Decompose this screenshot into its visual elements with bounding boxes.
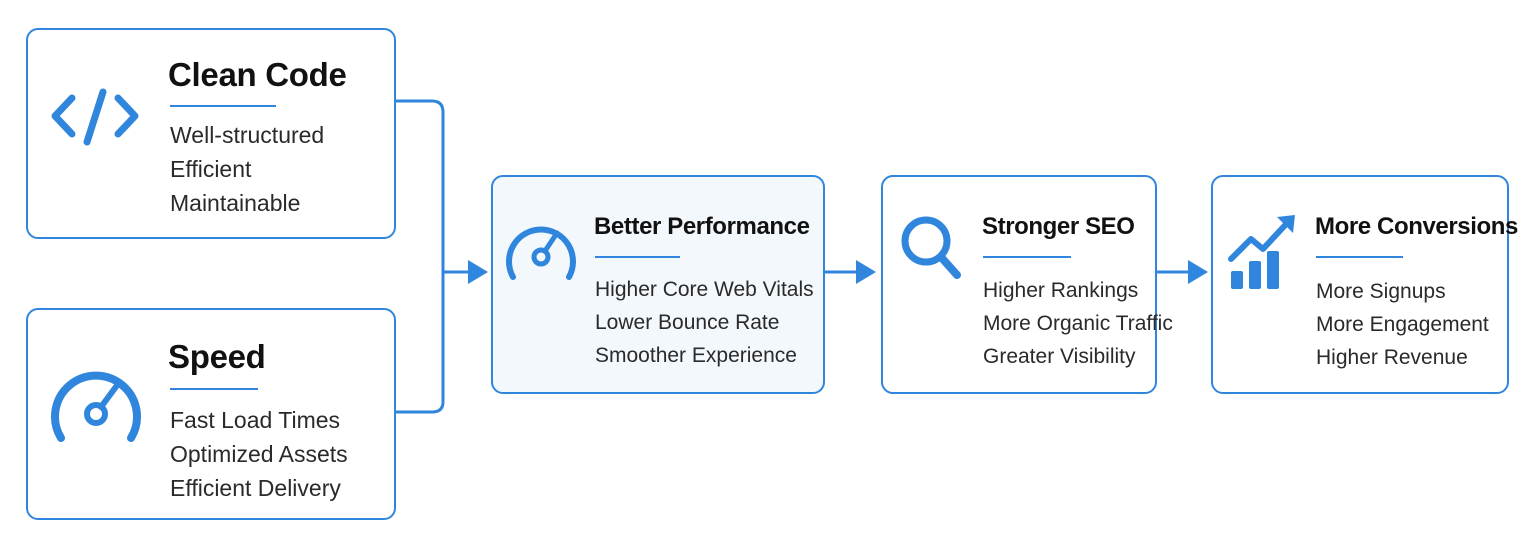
list-item: More Signups: [1316, 280, 1446, 303]
list-item: Higher Rankings: [983, 279, 1139, 302]
title-underline: [983, 256, 1071, 258]
card-items: More Signups More Engagement Higher Reve…: [1316, 275, 1489, 374]
card-items: Well-structured Efficient Maintainable: [170, 118, 324, 220]
card-title: More Conversions: [1315, 213, 1518, 240]
list-item: Higher Revenue: [1316, 346, 1468, 369]
arrow-to-conversions: [1188, 260, 1208, 284]
stronger-seo-card: Stronger SEO Higher Rankings More Organi…: [881, 175, 1173, 394]
list-item: Lower Bounce Rate: [595, 311, 780, 334]
list-item: Optimized Assets: [170, 441, 348, 467]
title-underline: [595, 256, 680, 258]
clean-code-card: Clean Code Well-structured Efficient Mai…: [26, 28, 396, 239]
list-item: Maintainable: [170, 190, 301, 216]
title-underline: [170, 388, 258, 390]
title-underline: [170, 105, 276, 107]
list-item: Efficient: [170, 156, 252, 182]
arrow-to-seo: [856, 260, 876, 284]
list-item: Well-structured: [170, 122, 325, 148]
list-item: Efficient Delivery: [170, 475, 341, 501]
card-items: Fast Load Times Optimized Assets Efficie…: [170, 403, 348, 505]
title-underline: [1316, 256, 1403, 258]
better-performance-card: Better Performance Higher Core Web Vital…: [491, 175, 825, 394]
list-item: More Organic Traffic: [983, 312, 1173, 335]
merge-bracket: [395, 99, 470, 414]
card-items: Higher Rankings More Organic Traffic Gre…: [983, 274, 1173, 373]
card-title: Stronger SEO: [982, 213, 1135, 240]
speed-card: Speed Fast Load Times Optimized Assets E…: [26, 308, 396, 520]
list-item: More Engagement: [1316, 313, 1489, 336]
speedometer-icon: [51, 371, 141, 442]
list-item: Greater Visibility: [983, 345, 1136, 368]
list-item: Smoother Experience: [595, 344, 797, 367]
card-title: Clean Code: [168, 56, 347, 93]
list-item: Higher Core Web Vitals: [595, 278, 814, 301]
speedometer-icon: [506, 226, 576, 280]
card-items: Higher Core Web Vitals Lower Bounce Rate…: [595, 273, 814, 372]
list-item: Fast Load Times: [170, 407, 341, 433]
growth-chart-icon: [1228, 215, 1295, 289]
code-brackets-icon: [51, 88, 139, 146]
more-conversions-card: More Conversions More Signups More Engag…: [1211, 175, 1518, 394]
magnifier-icon: [901, 216, 961, 279]
arrow-to-performance: [468, 260, 488, 284]
card-title: Better Performance: [594, 213, 810, 240]
card-title: Speed: [168, 338, 266, 375]
